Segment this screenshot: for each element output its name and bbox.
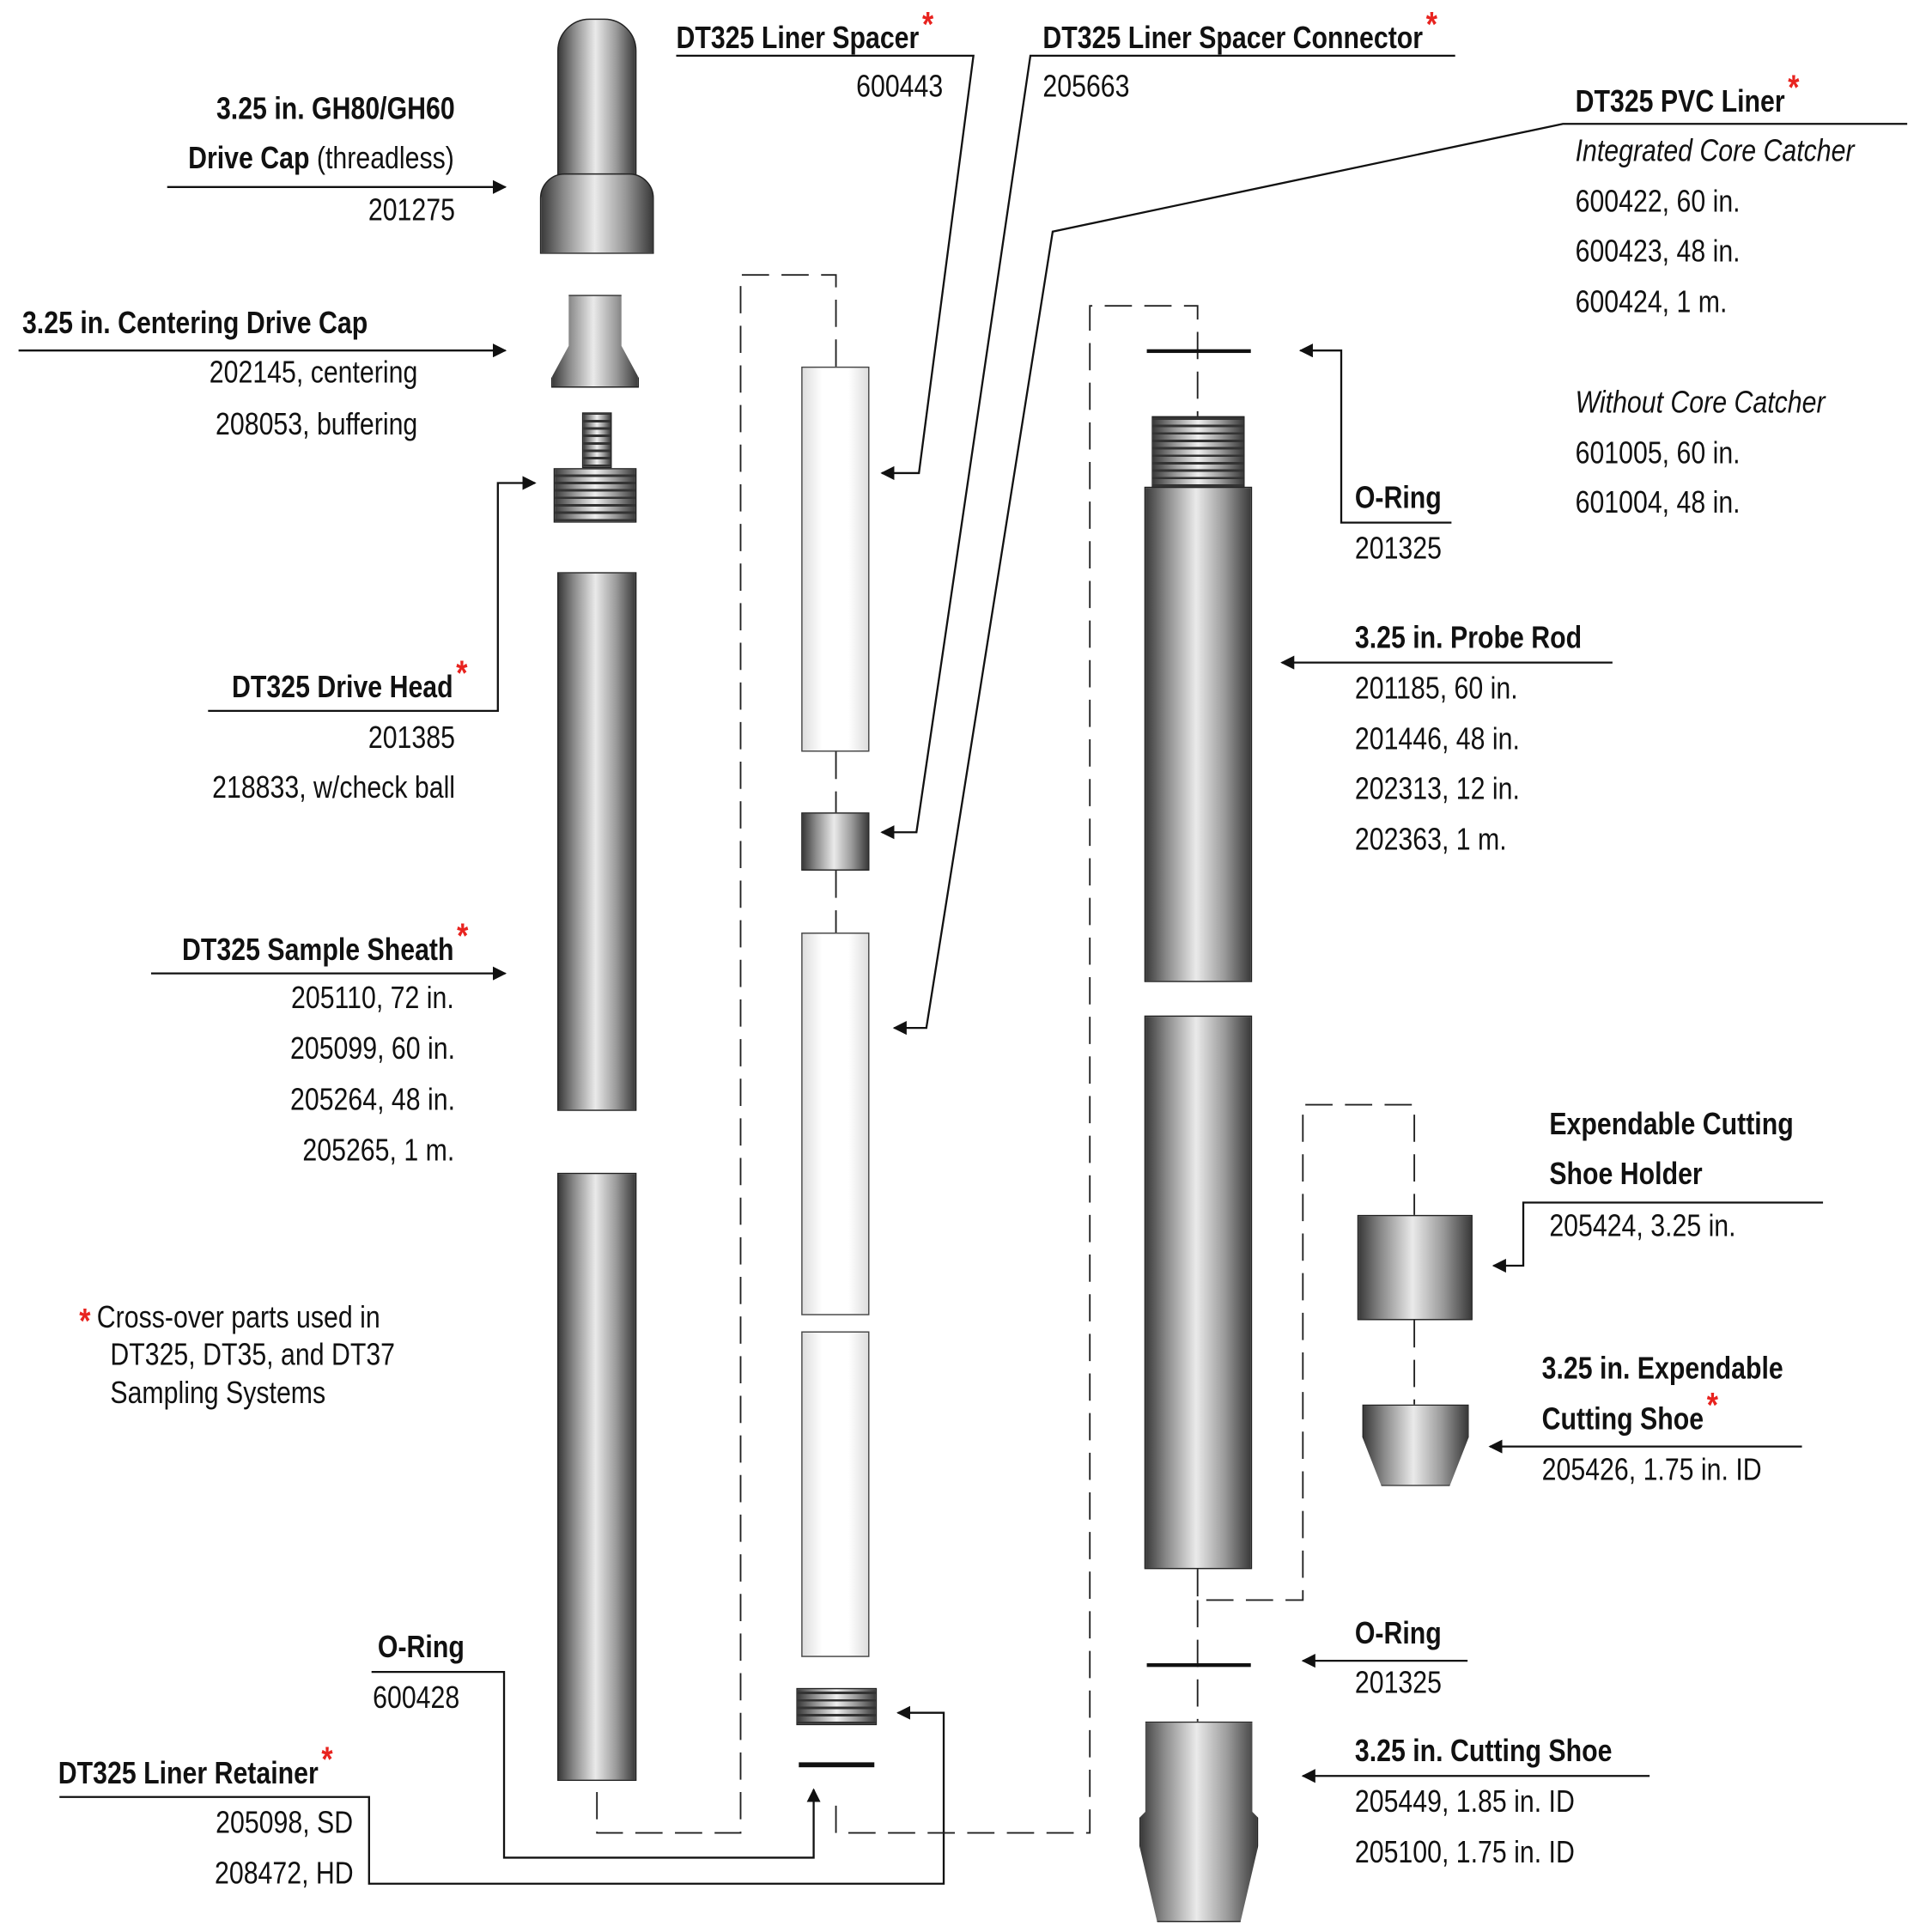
liner-retainer-part: 205098, SD (216, 1805, 354, 1841)
cutting-shoe-part: 205449, 1.85 in. ID (1354, 1784, 1575, 1820)
shoe-holder-part: 205424, 3.25 in. (1549, 1208, 1736, 1244)
liner-retainer-part: 208472, HD (214, 1856, 354, 1892)
sample-sheath-part: 205264, 48 in. (289, 1082, 455, 1117)
crossover-asterisk: * (921, 4, 934, 44)
liner-spacer-part: 600443 (855, 69, 943, 105)
o-ring-top-title: O-Ring (1354, 480, 1442, 515)
pvc-liner-lower (801, 1331, 870, 1657)
crossover-asterisk: * (79, 1301, 91, 1340)
spacer-connector-name: DT325 Liner Spacer Connector (1042, 21, 1424, 56)
drive-cap-name: Drive Cap (188, 141, 310, 176)
o-ring-top (1146, 349, 1251, 354)
probe-rod-title: 3.25 in. Probe Rod (1354, 620, 1583, 655)
expendable-shoe-name: Cutting Shoe (1541, 1401, 1704, 1437)
crossover-asterisk: * (321, 1740, 333, 1779)
pvc-liner-subtitle: Without Core Catcher (1575, 385, 1826, 420)
cutting-shoe-title: 3.25 in. Cutting Shoe (1354, 1734, 1613, 1769)
probe-rod-part: 201185, 60 in. (1354, 671, 1518, 707)
o-ring-600428 (799, 1762, 875, 1768)
liner-spacer-name: DT325 Liner Spacer (676, 21, 920, 56)
drive-cap-part: 201275 (368, 192, 455, 228)
drive-cap-note: (threadless) (317, 141, 455, 176)
note-line: DT325, DT35, and DT37 (110, 1337, 396, 1373)
liner-spacer-title: DT325 Liner Spacer* (676, 5, 933, 58)
liner-retainer-title: DT325 Liner Retainer* (58, 1741, 333, 1792)
probe-rod-lower (1144, 1015, 1253, 1570)
drive-head-body (553, 468, 637, 523)
centering-cap-part: 202145, centering (209, 355, 418, 391)
o-ring-bottom-part: 201325 (1354, 1665, 1442, 1701)
probe-rod-part: 202363, 1 m. (1354, 822, 1507, 858)
probe-rod-part: 201446, 48 in. (1354, 721, 1520, 757)
centering-cap-title: 3.25 in. Centering Drive Cap (21, 306, 368, 341)
drive-cap-base (539, 173, 654, 254)
sample-sheath-name: DT325 Sample Sheath (181, 933, 454, 968)
pvc-liner-upper (801, 933, 870, 1315)
sample-sheath-title: DT325 Sample Sheath* (181, 917, 468, 969)
drive-head-name: DT325 Drive Head (232, 670, 454, 705)
drive-cap-shaft (557, 18, 637, 180)
crossover-asterisk: * (1788, 68, 1800, 107)
note-line: Sampling Systems (110, 1376, 326, 1411)
sample-sheath-part: 205265, 1 m. (302, 1133, 455, 1169)
spacer-connector-title: DT325 Liner Spacer Connector* (1042, 5, 1437, 58)
expendable-cutting-shoe (1362, 1404, 1469, 1486)
expendable-shoe-holder (1357, 1214, 1473, 1321)
o-ring-bottom (1146, 1663, 1251, 1668)
o-ring-left-part: 600428 (373, 1680, 460, 1716)
liner-retainer (796, 1687, 878, 1726)
cutting-shoe-part: 205100, 1.75 in. ID (1354, 1835, 1575, 1870)
sample-sheath-part: 205099, 60 in. (289, 1031, 455, 1066)
crossover-asterisk: * (1425, 4, 1437, 44)
pvc-liner-part: 601004, 48 in. (1575, 485, 1741, 520)
centering-cap-part: 208053, buffering (215, 407, 418, 442)
probe-rod-part: 202313, 12 in. (1354, 771, 1520, 806)
drive-cap-title: 3.25 in. GH80/GH60 (216, 91, 455, 127)
liner-spacer-connector (801, 812, 870, 871)
crossover-asterisk: * (456, 916, 469, 956)
shoe-holder-title-2: Shoe Holder (1549, 1157, 1703, 1192)
pvc-liner-part: 600424, 1 m. (1575, 284, 1728, 320)
liner-spacer (801, 366, 870, 752)
pvc-liner-part: 600423, 48 in. (1575, 234, 1741, 269)
o-ring-bottom-title: O-Ring (1354, 1616, 1442, 1651)
drive-head-part: 201385 (368, 720, 455, 756)
crossover-asterisk: * (456, 653, 469, 693)
pvc-liner-subtitle: Integrated Core Catcher (1575, 133, 1855, 169)
crossover-asterisk: * (1706, 1385, 1718, 1425)
pvc-liner-name: DT325 PVC Liner (1575, 84, 1785, 119)
o-ring-left-title: O-Ring (377, 1630, 465, 1665)
liner-retainer-name: DT325 Liner Retainer (58, 1756, 319, 1791)
sample-sheath-lower (557, 1172, 637, 1782)
cutting-shoe (1139, 1721, 1259, 1923)
drive-head-part: 218833, w/check ball (211, 770, 455, 805)
shoe-holder-title: Expendable Cutting (1549, 1107, 1794, 1142)
sample-sheath-upper (557, 572, 637, 1111)
sample-sheath-part: 205110, 72 in. (291, 981, 455, 1016)
note-line: Cross-over parts used in (96, 1300, 380, 1335)
spacer-connector-part: 205663 (1042, 69, 1130, 105)
expendable-shoe-title: 3.25 in. Expendable (1541, 1351, 1783, 1386)
pvc-liner-part: 600422, 60 in. (1575, 184, 1741, 220)
drive-head-thread (581, 412, 612, 469)
expendable-shoe-title-2: Cutting Shoe* (1541, 1387, 1718, 1438)
probe-rod-upper (1144, 486, 1253, 982)
o-ring-top-part: 201325 (1354, 531, 1442, 567)
probe-rod-thread (1151, 416, 1245, 489)
pvc-liner-title: DT325 PVC Liner* (1575, 69, 1800, 120)
pvc-liner-part: 601005, 60 in. (1575, 435, 1741, 471)
drive-cap-title-2: Drive Cap (threadless) (189, 140, 455, 177)
expendable-shoe-part: 205426, 1.75 in. ID (1541, 1452, 1762, 1488)
crossover-note: *Cross-over parts used in (79, 1298, 380, 1340)
drive-head-title: DT325 Drive Head* (232, 654, 468, 706)
